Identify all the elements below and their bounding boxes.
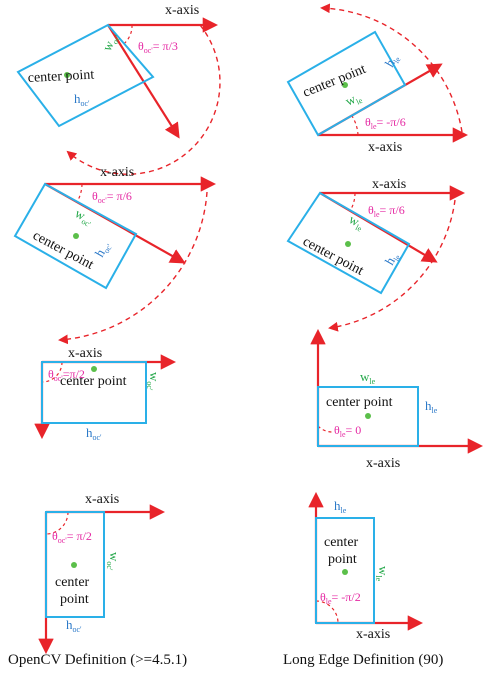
width-label: wle	[343, 89, 364, 111]
width-label: woc'	[145, 372, 162, 391]
height-label: hle	[382, 51, 403, 71]
angle-arc	[317, 425, 333, 433]
opencv-panel-1: x-axis center point θoc'= π/3 woc' hoc'	[16, 3, 221, 175]
opencv-caption: OpenCV Definition (>=4.5.1)	[8, 652, 187, 668]
width-label: woc'	[72, 205, 97, 229]
angle-label: θoc'= π/2	[52, 529, 92, 545]
angle-label: θle= 0	[334, 423, 361, 439]
angle-arc	[349, 192, 356, 212]
center-label: center	[324, 535, 359, 550]
opencv-panel-2: x-axis center point θoc'= π/6 woc' hoc'	[13, 165, 217, 345]
x-axis-label: x-axis	[356, 627, 390, 642]
x-axis-label: x-axis	[366, 456, 400, 471]
angle-arc	[76, 183, 83, 203]
long-edge-panel-4: x-axis center point θle= -π/2 wle hle	[308, 491, 424, 642]
center-dot	[345, 241, 351, 247]
center-point-label: center point	[326, 395, 393, 410]
long-edge-panel-3: x-axis center point θle= 0 wle hle	[310, 328, 484, 471]
rotation-arc	[328, 199, 456, 332]
height-label: hoc'	[66, 617, 82, 634]
x-axis-label: x-axis	[85, 492, 119, 507]
angle-label: θoc'= π/6	[92, 189, 132, 205]
x-axis-label: x-axis	[165, 3, 199, 18]
height-label: hoc'	[92, 238, 115, 260]
center-dot	[91, 366, 97, 372]
center-dot	[342, 82, 348, 88]
angle-arc	[351, 115, 359, 136]
height-label: hoc'	[86, 425, 102, 442]
angle-arc	[315, 600, 339, 624]
long-edge-caption: Long Edge Definition (90)	[283, 652, 443, 668]
long-edge-panel-1: x-axis center point θle= -π/6 wle hle	[286, 3, 469, 155]
center-dot	[365, 413, 371, 419]
angle-label: θle= π/6	[368, 203, 405, 219]
angle-label: θoc'=π/2	[48, 367, 85, 383]
bounding-box	[13, 182, 138, 290]
bounding-box	[41, 361, 147, 424]
height-label: hoc'	[74, 91, 90, 108]
bounding-box	[45, 511, 105, 618]
rotation-arc	[58, 191, 208, 345]
rotated-axis-arrow	[107, 24, 180, 139]
opencv-panel-3: x-axis center point θoc'=π/2 woc' hoc'	[34, 346, 177, 442]
point-label: point	[60, 592, 89, 607]
center-point-label: center point	[60, 374, 127, 389]
width-label: wle	[374, 566, 391, 582]
center-dot	[64, 72, 70, 78]
angle-label: θle= -π/2	[320, 590, 361, 606]
height-label: hle	[425, 398, 438, 415]
opencv-panel-4: x-axis center point θoc'= π/2 woc' hoc'	[38, 492, 166, 655]
angle-arc	[120, 24, 133, 47]
bounding-box	[286, 191, 411, 295]
center-dot	[342, 569, 348, 575]
center-point-label: center point	[27, 68, 94, 86]
center-point-label: center point	[300, 234, 366, 279]
x-axis-label: x-axis	[68, 346, 102, 361]
point-label: point	[328, 552, 357, 567]
x-axis-label: x-axis	[100, 165, 134, 180]
bounding-box	[16, 23, 155, 128]
center-label: center	[55, 575, 90, 590]
bounding-box	[317, 386, 419, 447]
center-dot	[73, 233, 79, 239]
width-label: wle	[346, 211, 368, 233]
bounding-box	[286, 30, 407, 137]
height-label: hle	[382, 249, 403, 269]
width-label: woc'	[105, 552, 122, 571]
rotation-arc	[320, 3, 463, 133]
rotation-arc	[66, 24, 221, 175]
angle-label: θle= -π/6	[365, 115, 406, 131]
width-label: woc'	[99, 30, 122, 54]
angle-arc	[45, 511, 69, 535]
x-axis-label: x-axis	[368, 140, 402, 155]
bounding-box	[315, 517, 375, 624]
long-edge-panel-2: x-axis center point θle= π/6 wle hle	[286, 177, 466, 332]
angle-label: θoc'= π/3	[138, 39, 178, 55]
height-label: hle	[334, 498, 347, 515]
width-label: wle	[360, 369, 376, 386]
center-dot	[71, 562, 77, 568]
x-axis-label: x-axis	[372, 177, 406, 192]
